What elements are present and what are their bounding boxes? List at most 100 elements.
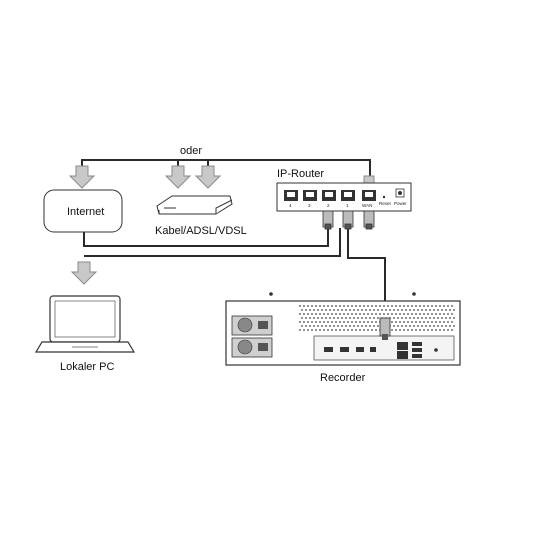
vent-hole <box>311 313 313 315</box>
vent-hole <box>323 305 325 307</box>
vent-hole <box>339 305 341 307</box>
vent-hole <box>301 309 303 311</box>
vent-hole <box>383 313 385 315</box>
vent-hole <box>407 329 409 331</box>
vent-hole <box>345 309 347 311</box>
vent-hole <box>331 313 333 315</box>
vent-hole <box>347 321 349 323</box>
vent-hole <box>439 313 441 315</box>
ethernet-port <box>397 351 408 359</box>
vent-hole <box>437 325 439 327</box>
internet-box <box>43 189 123 233</box>
reset-label: Reset <box>379 201 392 206</box>
vent-hole <box>443 305 445 307</box>
vent-hole <box>401 325 403 327</box>
vent-hole <box>393 325 395 327</box>
vent-hole <box>313 325 315 327</box>
vent-hole <box>421 317 423 319</box>
recorder-device <box>225 292 461 366</box>
vent-hole <box>447 321 449 323</box>
vent-hole <box>413 325 415 327</box>
vent-hole <box>423 305 425 307</box>
vent-hole <box>361 309 363 311</box>
vent-hole <box>395 321 397 323</box>
vent-hole <box>301 325 303 327</box>
vent-hole <box>371 313 373 315</box>
vent-hole <box>447 329 449 331</box>
vent-hole <box>359 329 361 331</box>
vent-hole <box>429 317 431 319</box>
vent-hole <box>393 317 395 319</box>
modem-device <box>156 195 233 215</box>
vent-hole <box>367 313 369 315</box>
vent-hole <box>333 325 335 327</box>
vent-hole <box>375 321 377 323</box>
vent-hole <box>383 305 385 307</box>
port-label-wan: WAN <box>362 203 372 208</box>
vent-hole <box>423 329 425 331</box>
vent-hole <box>311 329 313 331</box>
vent-hole <box>325 325 327 327</box>
vent-hole <box>299 321 301 323</box>
vent-hole <box>443 313 445 315</box>
vent-hole <box>363 305 365 307</box>
vent-hole <box>351 313 353 315</box>
vent-hole <box>367 305 369 307</box>
vent-hole <box>315 313 317 315</box>
recorder-label: Recorder <box>320 372 366 384</box>
vent-hole <box>419 329 421 331</box>
mount-screw <box>412 292 416 296</box>
vent-hole <box>441 325 443 327</box>
vent-hole <box>445 317 447 319</box>
vent-hole <box>431 313 433 315</box>
vent-hole <box>435 321 437 323</box>
vent-hole <box>437 317 439 319</box>
vent-hole <box>411 313 413 315</box>
vent-hole <box>365 309 367 311</box>
vent-hole <box>299 329 301 331</box>
io-ports <box>269 292 438 359</box>
vent-hole <box>347 329 349 331</box>
vent-hole <box>439 329 441 331</box>
vent-hole <box>369 317 371 319</box>
vent-hole <box>403 305 405 307</box>
vent-hole <box>309 317 311 319</box>
cable-router-recorder <box>347 228 386 318</box>
vent-hole <box>337 325 339 327</box>
vent-hole <box>381 309 383 311</box>
vent-hole <box>327 329 329 331</box>
vent-hole <box>379 313 381 315</box>
vent-hole <box>343 321 345 323</box>
vent-hole <box>339 313 341 315</box>
vent-hole <box>349 325 351 327</box>
power-supply-units <box>231 315 273 358</box>
vent-hole <box>309 325 311 327</box>
vent-hole <box>425 325 427 327</box>
vent-hole <box>403 329 405 331</box>
port-label-3: 3 <box>308 203 311 208</box>
vent-hole <box>327 321 329 323</box>
vent-hole <box>351 321 353 323</box>
vent-hole <box>435 313 437 315</box>
vent-hole <box>359 321 361 323</box>
vent-hole <box>319 321 321 323</box>
vent-hole <box>379 305 381 307</box>
vent-hole <box>303 313 305 315</box>
vent-hole <box>367 321 369 323</box>
vent-hole <box>443 329 445 331</box>
vent-hole <box>409 309 411 311</box>
vent-hole <box>363 321 365 323</box>
vent-hole <box>421 309 423 311</box>
vent-hole <box>333 317 335 319</box>
vent-hole <box>309 309 311 311</box>
vent-hole <box>357 325 359 327</box>
vga-port <box>356 347 364 352</box>
vent-hole <box>389 309 391 311</box>
vent-hole <box>323 313 325 315</box>
vent-hole <box>331 321 333 323</box>
port-label-4: 4 <box>289 203 292 208</box>
vent-hole <box>303 321 305 323</box>
vent-hole <box>431 321 433 323</box>
vent-hole <box>343 305 345 307</box>
